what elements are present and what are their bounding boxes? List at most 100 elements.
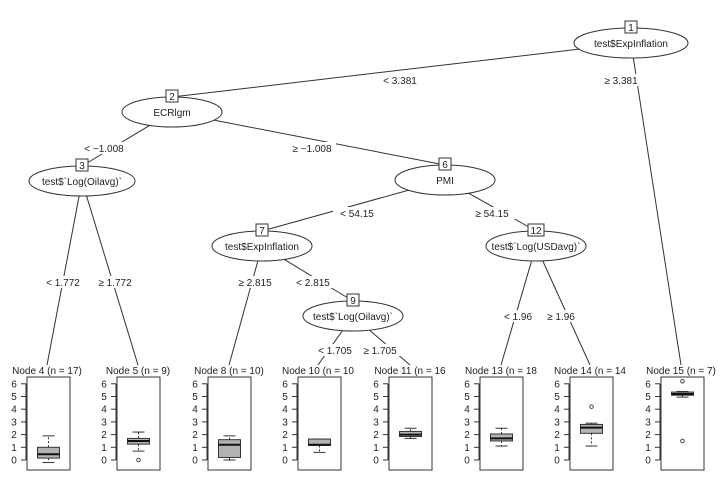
y-tick-label: 3 — [464, 417, 470, 428]
edge-label-background — [39, 276, 87, 288]
edge-split-label: < 3.381 — [383, 76, 417, 87]
y-tick-label: 1 — [11, 443, 17, 454]
y-tick-label: 6 — [282, 379, 288, 390]
inner-nodes-layer: 1test$ExpInflation2ECRlgm3test$`Log(Oila… — [28, 20, 689, 332]
y-tick-label: 3 — [192, 417, 198, 428]
edge-label-background — [376, 74, 424, 86]
node-id-box — [527, 223, 545, 237]
node-id-box — [438, 157, 452, 171]
y-tick-label: 3 — [373, 417, 379, 428]
split-variable: PMI — [436, 176, 454, 187]
y-tick-label: 5 — [464, 392, 470, 403]
outlier-point — [589, 404, 594, 409]
y-tick-label: 2 — [282, 430, 288, 441]
node-id: 7 — [259, 226, 265, 237]
y-tick-label: 6 — [192, 379, 198, 390]
y-tick-label: 1 — [373, 443, 379, 454]
edge-split-label: < 2.815 — [296, 278, 330, 289]
edge-split-label: < −1.008 — [84, 144, 124, 155]
y-tick-label: 4 — [554, 405, 560, 416]
split-variable: test$ExpInflation — [225, 242, 299, 253]
y-tick-label: 1 — [554, 443, 560, 454]
inner-node-12: 12 test$`Log(USDavg)` — [485, 223, 587, 262]
y-tick-label: 3 — [645, 417, 651, 428]
tree-edge — [171, 48, 580, 98]
edge-split-label: ≥ 3.381 — [604, 76, 638, 87]
y-tick-label: 5 — [373, 392, 379, 403]
terminal-node-label: Node 8 (n = 10) — [194, 366, 264, 377]
y-tick-label: 3 — [11, 417, 17, 428]
node-id-box — [165, 89, 179, 103]
y-tick-label: 5 — [554, 392, 560, 403]
y-tick-label: 4 — [101, 405, 107, 416]
boxplot-panel — [388, 376, 433, 471]
y-tick-label: 4 — [373, 405, 379, 416]
iqr-box — [218, 439, 241, 458]
edge-split-label: ≥ 1.772 — [98, 278, 132, 289]
terminal-node-label: Node 15 (n = 7) — [646, 366, 716, 377]
y-tick-label: 1 — [464, 443, 470, 454]
split-variable: test$`Log(USDavg)` — [492, 241, 581, 253]
y-tick-label: 2 — [554, 430, 560, 441]
boxplot-panel — [297, 376, 342, 471]
inner-node-7: 7 test$ExpInflation — [211, 223, 313, 262]
node-id: 3 — [79, 161, 85, 172]
edge-split-label: < 54.15 — [340, 209, 374, 220]
y-tick-label: 5 — [282, 392, 288, 403]
edge-label-background — [468, 207, 516, 219]
y-tick-label: 6 — [373, 379, 379, 390]
boxplot-panel — [479, 376, 524, 471]
y-tick-label: 2 — [192, 430, 198, 441]
edge-split-label: ≥ 1.705 — [363, 346, 397, 357]
y-tick-label: 0 — [11, 456, 17, 467]
edge-label-background — [80, 142, 128, 154]
iqr-box — [37, 446, 60, 459]
y-tick-label: 3 — [101, 417, 107, 428]
node-id: 12 — [530, 226, 542, 237]
terminal-node-14: Node 14 (n = 14 0 1 2 34 5 6 — [554, 366, 626, 471]
y-tick-label: 3 — [282, 417, 288, 428]
tree-edge — [632, 57, 682, 366]
terminal-node-label: Node 14 (n = 14 — [554, 366, 626, 377]
edge-split-label: ≥ 1.96 — [547, 312, 575, 323]
y-tick-label: 6 — [554, 379, 560, 390]
outlier-point — [680, 438, 685, 444]
y-tick-label: 0 — [554, 456, 560, 467]
node-id: 6 — [442, 160, 448, 171]
y-tick-label: 0 — [282, 456, 288, 467]
y-tick-label: 5 — [192, 392, 198, 403]
node-id: 1 — [628, 23, 634, 34]
node-id: 2 — [169, 92, 175, 103]
terminal-node-label: Node 5 (n = 9) — [106, 366, 170, 377]
y-tick-label: 0 — [101, 456, 107, 467]
split-variable: ECRlgm — [153, 108, 190, 119]
edge-label-background — [537, 310, 585, 322]
y-tick-label: 0 — [464, 456, 470, 467]
y-tick-label: 6 — [464, 379, 470, 390]
edge-label-background — [311, 344, 359, 356]
y-tick-label: 0 — [373, 456, 379, 467]
terminal-node-label: Node 11 (n = 16 — [374, 366, 446, 377]
y-tick-label: 2 — [11, 430, 17, 441]
y-tick-label: 5 — [101, 392, 107, 403]
outlier-point — [136, 457, 141, 463]
y-tick-label: 1 — [282, 443, 288, 454]
y-tick-label: 0 — [192, 456, 198, 467]
split-variable: test$`Log(Oilavg)` — [313, 311, 393, 323]
edge-split-label: ≥ 2.815 — [238, 278, 272, 289]
boxplot-panel — [116, 376, 161, 471]
iqr-box — [580, 423, 603, 434]
edge-split-label: < 1.96 — [504, 312, 533, 323]
edge-split-label: < 1.772 — [46, 278, 80, 289]
y-tick-label: 3 — [554, 417, 560, 428]
terminal-node-label: Node 4 (n = 17) — [12, 366, 82, 377]
